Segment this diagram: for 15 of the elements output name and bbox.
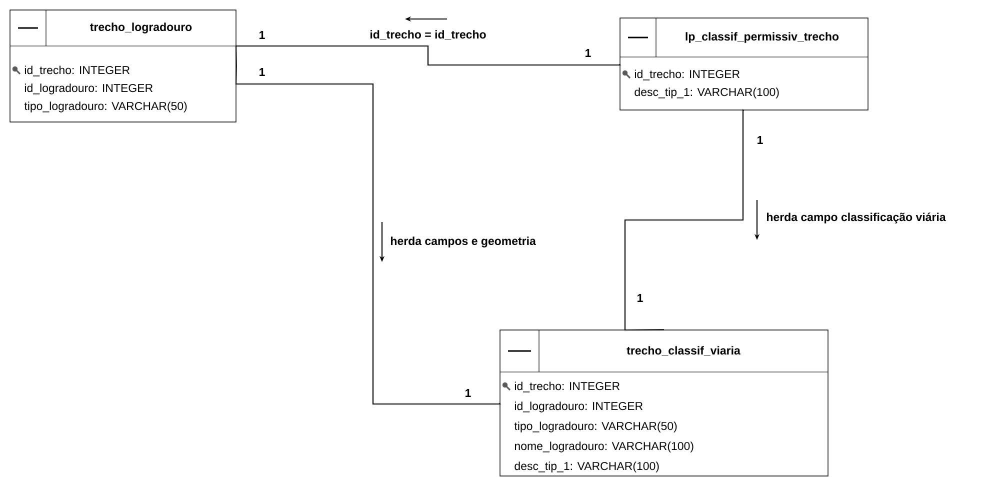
cardinality-label: 1 [466, 389, 471, 397]
entity-table: lp_classif_permissiv_trecho id_trecho: INTEGER desc_tip_1: VARCHAR(100) [620, 18, 868, 110]
cardinality-label: 1 [638, 294, 643, 302]
connector-line [624, 109, 745, 331]
edge-label: id_trecho = id_trecho [368, 29, 488, 41]
connector-line [235, 45, 621, 66]
connector-line [235, 66, 501, 405]
cardinality-label: 1 [260, 31, 265, 39]
edge-label: herda campo classificação viária [765, 212, 947, 224]
entity-table: trecho_classif_viaria id_trecho: INTEGER id_logradouro: INTEGER tipo_logradouro: VARCHAR(50) nome_logradouro: VARCHAR(100) desc_tip_1: VARCHAR(100) [500, 330, 828, 476]
cardinality-label: 1 [758, 136, 763, 144]
edge-label: herda campos e geometria [389, 236, 537, 248]
cardinality-label: 1 [260, 68, 265, 76]
entity-table: trecho_logradouro id_trecho: INTEGER id_logradouro: INTEGER tipo_logradouro: VARCHAR(50) [10, 10, 236, 122]
cardinality-label: 1 [586, 49, 591, 57]
